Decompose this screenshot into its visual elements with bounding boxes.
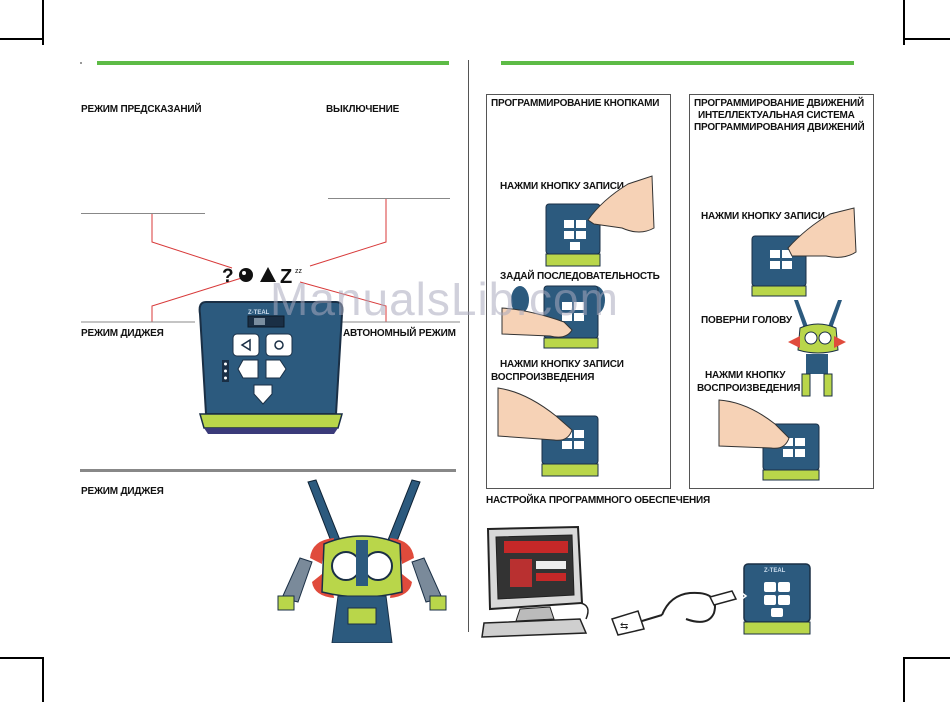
svg-text:Z: Z [280, 266, 292, 286]
dj-mode-label: РЕЖИМ ДИДЖЕЯ [81, 328, 164, 339]
crop-mark [0, 657, 44, 659]
motion-title-line3: ПРОГРАММИРОВАНИЯ ДВИЖЕНИЙ [694, 122, 865, 133]
usb-cable-illustration: ⇆ [610, 585, 740, 640]
crop-mark [42, 0, 44, 45]
crop-mark [903, 657, 905, 702]
svg-text:?: ? [222, 266, 234, 286]
bp-step3-label-line1: НАЖМИ КНОПКУ ЗАПИСИ [500, 359, 624, 370]
callout-underline [328, 198, 450, 199]
autonomous-mode-label: АВТОНОМНЫЙ РЕЖИМ [343, 328, 456, 339]
dj-mode-label-2: РЕЖИМ ДИДЖЕЯ [81, 486, 164, 497]
mp-step1-label: НАЖМИ КНОПКУ ЗАПИСИ [701, 211, 825, 222]
shutdown-label: ВЫКЛЮЧЕНИЕ [326, 104, 400, 115]
svg-text:Z-TEAL: Z-TEAL [248, 310, 270, 316]
page-divider [468, 60, 469, 632]
mp-step3-image [717, 398, 825, 482]
mp-step3-label-line1: НАЖМИ КНОПКУ [705, 370, 786, 381]
bp-step1-label: НАЖМИ КНОПКУ ЗАПИСИ [500, 181, 624, 192]
robot-dj-illustration [272, 478, 452, 643]
motion-title-line1: ПРОГРАММИРОВАНИЕ ДВИЖЕНИЙ [694, 98, 864, 109]
bp-step3-label-line2: ВОСПРОИЗВЕДЕНИЯ [491, 372, 595, 383]
left-header-bar [97, 61, 449, 65]
mode-icons: ? Z zz [220, 264, 320, 286]
left-header-mark [80, 62, 82, 64]
mp-step3-label-line2: ВОСПРОИЗВЕДЕНИЯ [697, 383, 801, 394]
section-divider [80, 469, 456, 472]
mp-step2-label: ПОВЕРНИ ГОЛОВУ [701, 315, 792, 326]
prediction-mode-label: РЕЖИМ ПРЕДСКАЗАНИЙ [81, 104, 202, 115]
button-programming-title: ПРОГРАММИРОВАНИЕ КНОПКАМИ [491, 98, 660, 109]
remote-control-large: Z-TEAL [196, 296, 346, 438]
remote-control-small: Z-TEAL [738, 560, 816, 636]
motion-title-line2: ИНТЕЛЛЕКТУАЛЬНАЯ СИСТЕМА [698, 110, 855, 121]
mp-step1-image [750, 206, 858, 298]
crop-mark [903, 38, 950, 40]
mp-step2-robot [784, 298, 850, 398]
crop-mark [42, 657, 44, 702]
bp-step2-label: ЗАДАЙ ПОСЛЕДОВАТЕЛЬНОСТЬ [500, 271, 660, 282]
crop-mark [903, 657, 950, 659]
watermark: ManualsLib.com [270, 273, 619, 325]
crop-mark [903, 0, 905, 45]
svg-text:zz: zz [295, 268, 303, 275]
svg-text:⇆: ⇆ [620, 621, 628, 632]
bp-step3-image [496, 386, 606, 478]
right-header-bar [501, 61, 854, 65]
callout-lines [81, 199, 460, 323]
bp-step1-image [544, 174, 656, 269]
crop-mark [0, 38, 44, 40]
callout-underline [81, 213, 205, 214]
svg-text:Z-TEAL: Z-TEAL [764, 568, 786, 574]
bp-step2-image [500, 280, 610, 350]
software-setup-label: НАСТРОЙКА ПРОГРАММНОГО ОБЕСПЕЧЕНИЯ [486, 495, 711, 506]
computer-illustration [480, 525, 590, 640]
